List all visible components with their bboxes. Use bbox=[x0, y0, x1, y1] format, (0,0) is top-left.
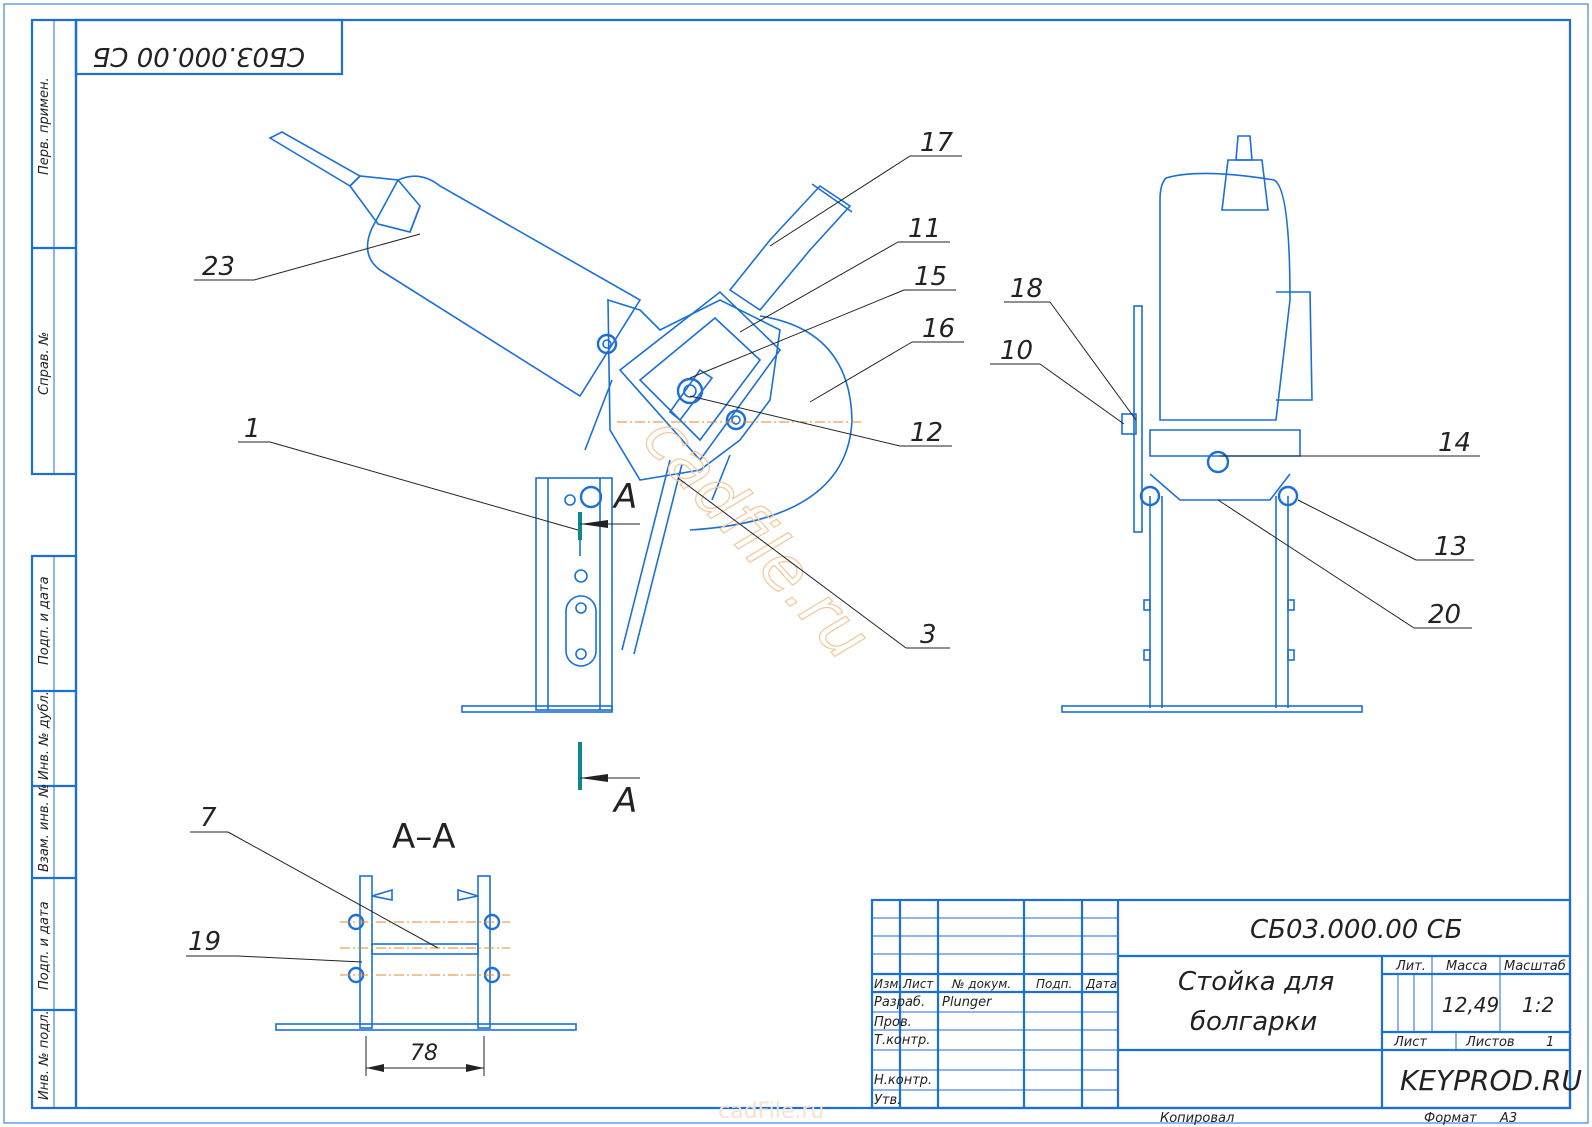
pos-1: 1 bbox=[244, 414, 261, 444]
title-block: СБ03.000.00 СБ Стойка для болгарки Изм. … bbox=[870, 898, 1582, 1110]
tb-name-1: Стойка для bbox=[1178, 967, 1334, 997]
tb-razrab: Разраб. bbox=[874, 995, 925, 1010]
format-value: А3 bbox=[1499, 1111, 1517, 1126]
tb-izm: Изм. bbox=[874, 977, 902, 991]
tb-listov: Листов bbox=[1465, 1035, 1515, 1050]
kopiroval-label: Копировал bbox=[1160, 1111, 1234, 1126]
section-a-a: А–А 78 bbox=[275, 817, 577, 1076]
tb-massa: Масса bbox=[1446, 959, 1487, 974]
format-label: Формат bbox=[1424, 1111, 1477, 1126]
side-label-podp2: Подп. и дата bbox=[37, 901, 52, 990]
pos-12: 12 bbox=[910, 418, 943, 448]
position-callouts: 23 17 11 15 16 12 1 3 18 10 bbox=[186, 128, 1480, 963]
outer-edge bbox=[3, 3, 1589, 1124]
tb-utv: Утв. bbox=[874, 1093, 901, 1108]
pos-15: 15 bbox=[914, 262, 947, 292]
pos-16: 16 bbox=[922, 314, 955, 344]
tb-massa-val: 12,49 bbox=[1442, 993, 1499, 1017]
tb-list-col: Лист bbox=[902, 977, 934, 991]
pos-14: 14 bbox=[1438, 428, 1471, 458]
pos-7: 7 bbox=[200, 803, 217, 833]
tb-nkontr: Н.контр. bbox=[874, 1073, 932, 1088]
tb-doc: № докум. bbox=[951, 977, 1011, 991]
tb-org: KEYPROD.RU bbox=[1400, 1064, 1582, 1097]
tb-list: Лист bbox=[1393, 1035, 1427, 1050]
pos-13: 13 bbox=[1434, 532, 1467, 562]
tb-listov-val: 1 bbox=[1546, 1035, 1554, 1050]
side-view bbox=[1061, 135, 1363, 713]
tb-tkontr: Т.контр. bbox=[874, 1033, 930, 1048]
rotated-code-box: СБ03.000.00 СБ bbox=[74, 18, 344, 76]
dimension-78: 78 bbox=[410, 1041, 438, 1066]
tb-prov: Пров. bbox=[874, 1015, 912, 1030]
section-letter-top: А bbox=[612, 477, 637, 517]
section-letter-bottom: А bbox=[612, 781, 637, 821]
tb-masshtab: Масштаб bbox=[1504, 959, 1566, 974]
front-view: А А bbox=[268, 131, 862, 821]
tb-name-2: болгарки bbox=[1190, 1007, 1317, 1037]
pos-11: 11 bbox=[908, 214, 941, 244]
side-label-perv: Перв. примен. bbox=[37, 77, 52, 175]
side-label-vzam: Взам. инв. № bbox=[37, 784, 52, 872]
side-label-sprav: Справ. № bbox=[37, 332, 52, 395]
side-label-inv-dubl: Инв. № дубл. bbox=[37, 691, 52, 780]
section-title: А–А bbox=[392, 817, 456, 857]
side-strip: Перв. примен. Справ. № Подп. и дата Инв.… bbox=[30, 18, 78, 1110]
tb-razrab-name: Plunger bbox=[942, 995, 993, 1010]
pos-3: 3 bbox=[920, 620, 937, 650]
tb-date: Дата bbox=[1085, 977, 1117, 991]
tb-lit: Лит. bbox=[1395, 959, 1426, 974]
tb-code: СБ03.000.00 СБ bbox=[1250, 915, 1463, 945]
pos-23: 23 bbox=[202, 252, 235, 282]
watermark-bottom: cadFile.ru bbox=[718, 1099, 824, 1124]
side-label-podp1: Подп. и дата bbox=[37, 576, 52, 665]
pos-10: 10 bbox=[1000, 336, 1033, 366]
pos-20: 20 bbox=[1428, 600, 1461, 630]
side-label-inv-podl: Инв. № подл. bbox=[37, 1010, 52, 1100]
watermark: cadfile.ru bbox=[628, 401, 884, 674]
rotated-drawing-number: СБ03.000.00 СБ bbox=[92, 41, 305, 71]
pos-19: 19 bbox=[188, 927, 221, 957]
pos-17: 17 bbox=[920, 128, 954, 158]
tb-masshtab-val: 1:2 bbox=[1522, 993, 1554, 1017]
pos-18: 18 bbox=[1010, 274, 1043, 304]
tb-podp: Подп. bbox=[1036, 977, 1072, 991]
